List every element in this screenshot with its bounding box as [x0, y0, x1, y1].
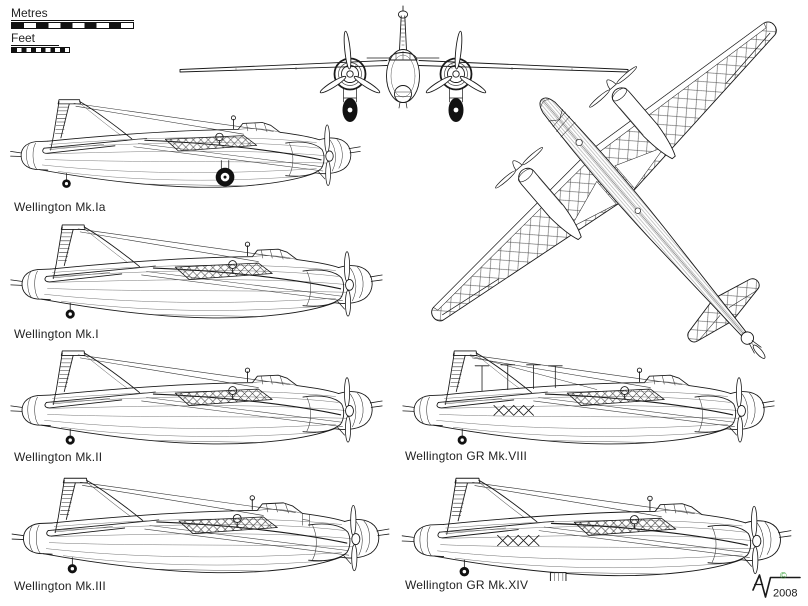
front-view-drawing — [179, 5, 629, 122]
variant-label-mk-iii: Wellington Mk.III — [14, 579, 106, 593]
side-view-gr-mk-viii — [398, 346, 776, 449]
variant-label-gr-mk-viii: Wellington GR Mk.VIII — [405, 449, 528, 463]
copyright-icon: © — [780, 571, 787, 581]
scale-bars: Metres Feet — [11, 7, 134, 53]
feet-scale-rule — [11, 45, 59, 46]
feet-scale-bar — [11, 47, 70, 53]
side-view-mk-ia — [6, 95, 362, 192]
signature-year: 2008 — [773, 588, 797, 600]
side-view-mk-i — [6, 220, 384, 323]
metres-scale-bar — [11, 22, 134, 29]
variant-label-mk-ii: Wellington Mk.II — [14, 450, 103, 464]
side-view-gr-mk-xiv — [398, 473, 792, 581]
side-view-mk-iii — [8, 473, 390, 578]
artist-monogram-icon: 2008 © — [752, 571, 801, 600]
feet-scale-label: Feet — [11, 31, 36, 45]
variant-label-mk-ia: Wellington Mk.Ia — [14, 200, 106, 214]
variant-label-mk-i: Wellington Mk.I — [14, 327, 99, 341]
metres-scale-rule — [11, 20, 134, 21]
top-view-drawing — [431, 8, 808, 359]
side-view-mk-ii — [6, 346, 384, 449]
metres-scale-label: Metres — [11, 6, 48, 20]
variant-label-gr-mk-xiv: Wellington GR Mk.XIV — [405, 578, 529, 592]
